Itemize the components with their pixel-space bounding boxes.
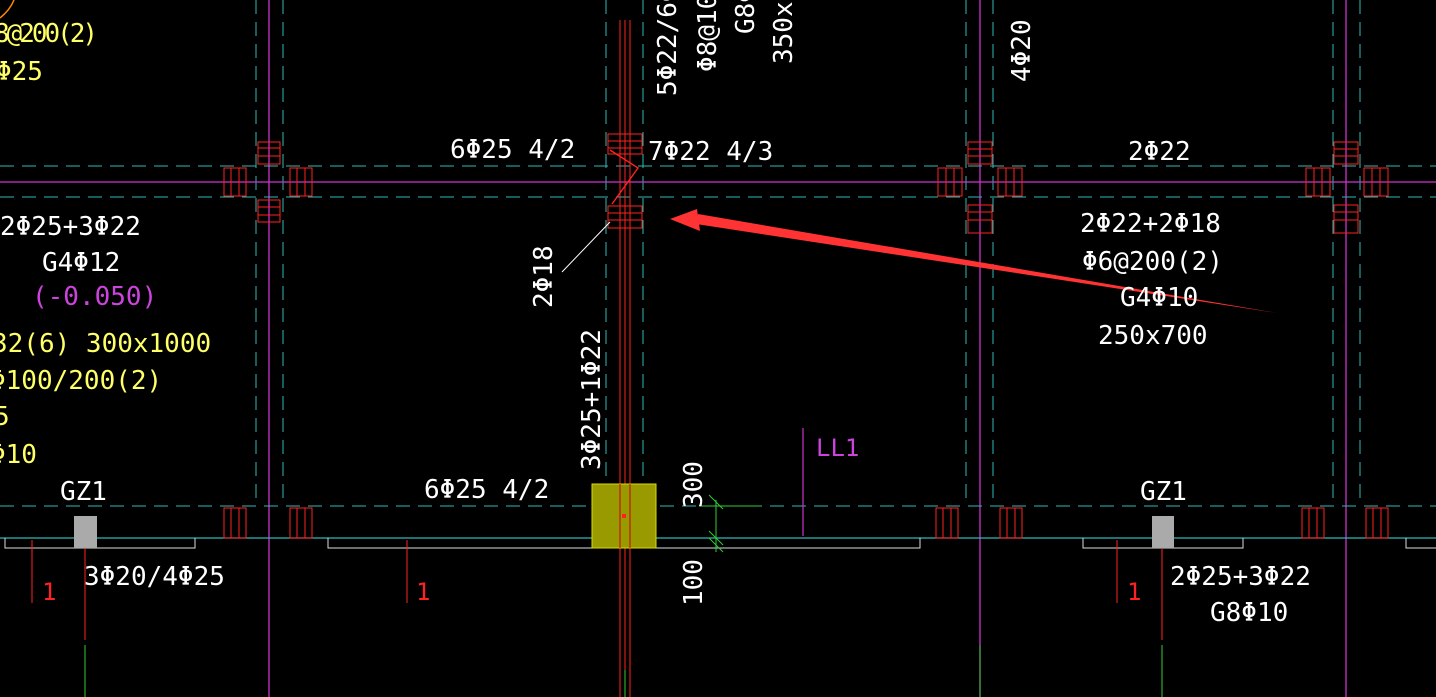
rebar-hatch-marks bbox=[223, 133, 1389, 539]
left-beam-stirrup: Φ100/200(2) bbox=[0, 366, 162, 396]
leader-line-2phi18 bbox=[561, 221, 611, 273]
right-top-beam-rebar: 2Φ22 bbox=[1128, 137, 1191, 167]
gz-label-left: GZ1 bbox=[60, 477, 107, 507]
left-beam-waist: G4Φ12 bbox=[42, 248, 120, 278]
beam-top-rebar: 6Φ25 4/2 bbox=[450, 135, 575, 165]
dimension-100: 100 bbox=[679, 559, 709, 606]
right-beam-stirrup: Φ6@200(2) bbox=[1082, 247, 1223, 277]
left-beam-size: 32(6) 300x1000 bbox=[0, 329, 211, 359]
dimension-300: 300 bbox=[679, 461, 709, 508]
vertical-beam-waist: G8Φ bbox=[731, 0, 761, 34]
left-beam-extra-1: 5 bbox=[0, 402, 10, 432]
gz-column-left[interactable] bbox=[74, 516, 97, 548]
partial-curve bbox=[0, 0, 15, 19]
column-top-rebar: 7Φ22 4/3 bbox=[648, 137, 773, 167]
vertical-right-rebar: 4Φ20 bbox=[1007, 19, 1037, 82]
ll1-label: LL1 bbox=[816, 434, 859, 462]
bottom-beam bbox=[0, 505, 1436, 539]
vertical-beam-size: 350x11 bbox=[769, 0, 799, 64]
top-left-label-2: Φ25 bbox=[0, 57, 43, 87]
center-column-lines bbox=[619, 20, 631, 697]
pointer-arrow bbox=[670, 209, 1277, 313]
section-mark-2: 1 bbox=[416, 578, 430, 606]
right-beam-rebar: 2Φ22+2Φ18 bbox=[1080, 209, 1221, 239]
vertical-beam-rebar: 5Φ22/6Φ bbox=[653, 0, 683, 96]
vertical-beam-edges bbox=[255, 0, 1361, 505]
dimension-ticks bbox=[700, 494, 760, 553]
bottom-left-rebar: 3Φ20/4Φ25 bbox=[84, 562, 225, 592]
gz-column-right[interactable] bbox=[1152, 516, 1174, 548]
top-beam bbox=[0, 165, 1436, 198]
left-beam-extra-2: Φ10 bbox=[0, 440, 37, 470]
gz-lines bbox=[84, 645, 1163, 697]
right-beam-size: 250x700 bbox=[1098, 321, 1208, 351]
left-beam-rebar: 2Φ25+3Φ22 bbox=[0, 212, 141, 242]
vertical-2phi18: 2Φ18 bbox=[529, 245, 559, 308]
vertical-beam-stirrup: Φ8@100 bbox=[693, 0, 723, 72]
section-mark-3: 1 bbox=[1127, 578, 1141, 606]
gz-label-right: GZ1 bbox=[1140, 477, 1187, 507]
vertical-axis-lines bbox=[268, 0, 1347, 697]
top-left-label-1: 8@200(2) bbox=[0, 19, 98, 49]
beam-bottom-rebar: 6Φ25 4/2 bbox=[424, 475, 549, 505]
bottom-right-rebar-1: 2Φ25+3Φ22 bbox=[1170, 562, 1311, 592]
section-mark-1: 1 bbox=[42, 578, 56, 606]
vertical-column-rebar: 3Φ25+1Φ22 bbox=[577, 329, 607, 470]
right-beam-waist: G4Φ10 bbox=[1120, 283, 1198, 313]
left-beam-elevation: (-0.050) bbox=[32, 282, 157, 312]
bottom-right-rebar-2: G8Φ10 bbox=[1210, 598, 1288, 628]
